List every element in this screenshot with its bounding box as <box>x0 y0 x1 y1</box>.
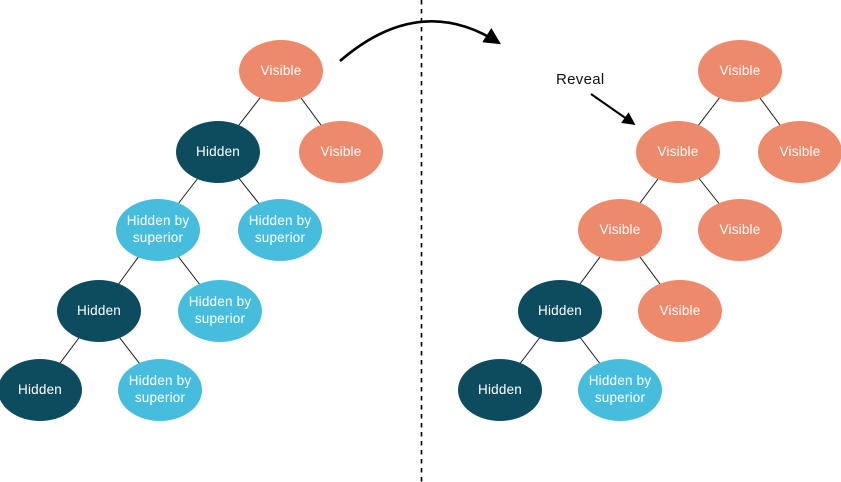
tree-node-visible: Visible <box>698 199 782 261</box>
node-label: Hidden <box>18 381 62 397</box>
node-label: Visible <box>599 221 641 237</box>
tree-node-hidden: Hidden <box>57 280 141 342</box>
node-label: Visible <box>657 143 699 159</box>
tree-node-hidden: Hidden <box>458 359 542 421</box>
tree-node-visible: Visible <box>758 121 841 183</box>
node-label: Visible <box>719 62 761 78</box>
node-label: Hidden by superior <box>588 373 652 405</box>
tree-node-hidden-by-superior: Hidden by superior <box>578 359 662 421</box>
node-label: Hidden <box>77 302 121 318</box>
tree-node-hidden-by-superior: Hidden by superior <box>116 199 200 261</box>
node-label: Hidden by superior <box>126 213 190 245</box>
node-label: Visible <box>719 221 761 237</box>
tree-node-visible: Visible <box>698 40 782 102</box>
tree-node-visible: Visible <box>638 280 722 342</box>
tree-node-visible: Visible <box>239 40 323 102</box>
tree-node-hidden: Hidden <box>0 359 82 421</box>
tree-node-hidden-by-superior: Hidden by superior <box>118 359 202 421</box>
node-label: Hidden by superior <box>248 213 312 245</box>
tree-node-hidden-by-superior: Hidden by superior <box>178 280 262 342</box>
node-label: Visible <box>320 143 362 159</box>
node-label: Visible <box>659 302 701 318</box>
reveal-label: Reveal <box>556 71 605 88</box>
tree-node-visible: Visible <box>578 199 662 261</box>
tree-node-hidden-by-superior: Hidden by superior <box>238 199 322 261</box>
node-label: Hidden <box>478 381 522 397</box>
node-label: Hidden by superior <box>188 294 252 326</box>
node-label: Hidden <box>196 143 240 159</box>
tree-node-visible: Visible <box>299 121 383 183</box>
reveal-arrow <box>590 93 636 126</box>
tree-node-visible: Visible <box>636 121 720 183</box>
node-label: Visible <box>779 143 821 159</box>
node-label: Hidden by superior <box>128 373 192 405</box>
node-label: Hidden <box>538 302 582 318</box>
tree-node-hidden: Hidden <box>176 121 260 183</box>
transition-arrow <box>339 20 501 62</box>
tree-node-hidden: Hidden <box>518 280 602 342</box>
node-label: Visible <box>260 62 302 78</box>
